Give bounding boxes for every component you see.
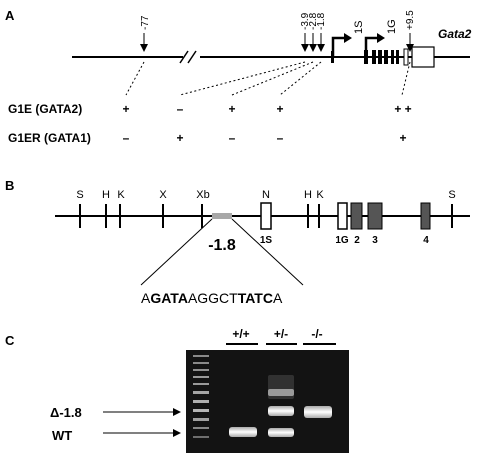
gel-background-haze: [186, 350, 349, 453]
zoom-line-left: [140, 218, 213, 286]
site-h-1: H: [102, 189, 110, 201]
g1e-mark-1.8: +: [276, 102, 283, 116]
site-k-1: K: [117, 189, 125, 201]
lane-label-ko: -/-: [311, 327, 322, 341]
panel-a-label: A: [5, 8, 15, 23]
exon-label-2: 2: [354, 235, 360, 246]
site-label-77: -77: [140, 15, 151, 30]
g1e-mark-3.9: –: [177, 102, 184, 116]
exon-1g-box: [337, 202, 348, 230]
exon-label-3: 3: [372, 235, 378, 246]
band-delta-lane3: [304, 406, 332, 418]
exon-2: [372, 50, 376, 64]
zoom-line-right: [231, 218, 304, 286]
exon-4: [384, 50, 388, 64]
restriction-ticks: [79, 204, 453, 228]
utr-small: [403, 48, 409, 66]
element-label: -1.8: [208, 237, 236, 254]
tss-label-1s: 1S: [353, 21, 365, 34]
site-label-3.9: -3.9: [300, 12, 311, 30]
dna-ladder: [193, 355, 209, 438]
break-mark: [187, 50, 197, 64]
row-label-g1er: G1ER (GATA1): [8, 131, 91, 145]
exon-2-box: [350, 202, 363, 230]
g1e-mark-2.8: +: [228, 102, 235, 116]
tss-label-1g: 1G: [386, 19, 398, 34]
site-s-2: S: [448, 189, 455, 201]
g1er-mark-9.5: +: [399, 131, 406, 145]
g1e-mark-77: +: [122, 102, 129, 116]
seq-part: AGGCT: [188, 290, 238, 306]
dotted-connectors: [125, 61, 411, 96]
g1er-mark-1.8: –: [277, 131, 284, 145]
g1er-mark-77: –: [123, 131, 130, 145]
band-delta-lane2: [268, 406, 294, 416]
promoter-1s-arrow: [331, 36, 344, 57]
band-label-wt: WT: [52, 428, 72, 443]
exon-6: [396, 50, 399, 64]
g1e-mark-9.5: + +: [394, 102, 411, 116]
site-label-2.8: -2.8: [308, 12, 319, 30]
gel-image: [186, 350, 349, 453]
exon-1g: [364, 50, 368, 64]
gene-name: Gata2: [438, 27, 472, 41]
break-mark: [179, 50, 189, 64]
exon-4-box: [420, 202, 431, 230]
panel-c-label: C: [5, 333, 15, 348]
utr-box: [411, 46, 435, 68]
site-s-1: S: [76, 189, 83, 201]
lane-label-wt: +/+: [232, 327, 249, 341]
band-upper-faint-lane2: [268, 389, 294, 396]
promoter-1g-arrowhead: [377, 33, 385, 43]
seq-part: A: [273, 290, 283, 306]
site-h-2: H: [304, 189, 312, 201]
site-xb: Xb: [196, 189, 209, 201]
promoter-1s-arrowhead: [344, 33, 352, 43]
exon-1s-small: [331, 51, 334, 63]
exon-3: [378, 50, 382, 64]
sequence: AGATAAGGCTTATCA: [141, 290, 283, 306]
site-k-2: K: [316, 189, 324, 201]
exon-label-1s: 1S: [260, 235, 273, 246]
band-wt-lane1: [229, 427, 257, 437]
seq-part-tatc: TATC: [238, 290, 273, 306]
exon-3-box: [367, 202, 383, 230]
site-x: X: [159, 189, 167, 201]
site-label-1.8: -1.8: [316, 12, 327, 30]
site-label-9.5: +9.5: [405, 10, 416, 30]
lane-label-het: +/-: [274, 327, 288, 341]
g1er-mark-3.9: +: [176, 131, 183, 145]
seq-part: A: [141, 290, 151, 306]
exon-5: [391, 50, 394, 64]
panel-b-label: B: [5, 178, 14, 193]
exon-label-1g: 1G: [335, 235, 349, 246]
g1er-mark-2.8: –: [229, 131, 236, 145]
band-label-delta: Δ-1.8: [50, 405, 82, 420]
row-label-g1e: G1E (GATA2): [8, 102, 82, 116]
exon-1s-box: [260, 202, 272, 230]
site-n: N: [262, 189, 270, 201]
element-1.8-box: [212, 213, 232, 219]
seq-part-gata: GATA: [150, 290, 188, 306]
band-wt-lane2: [268, 428, 294, 437]
exon-label-4: 4: [423, 235, 429, 246]
